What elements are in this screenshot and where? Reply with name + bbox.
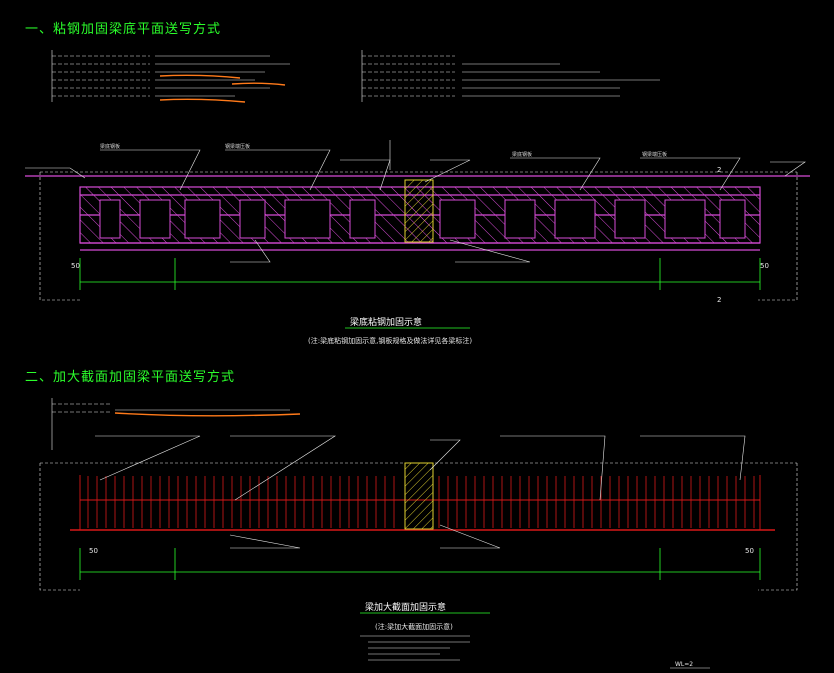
s2-beam-outline <box>39 462 798 591</box>
s1-leader-label-left2: 钢梁端压板 <box>225 144 251 150</box>
s1-dim-right: 50 <box>760 262 769 270</box>
s1-highlight-marks <box>159 74 286 103</box>
s2-column-hatch <box>404 462 434 530</box>
s1-mark-2a: 2 <box>717 166 721 174</box>
s2-footer-mark: WL=2 <box>675 661 693 668</box>
s2-notes-block <box>360 635 710 669</box>
s2-dim-right: 50 <box>745 547 754 555</box>
s1-annotation-right <box>361 50 660 102</box>
s2-caption-note: (注:梁加大截面加固示意) <box>375 623 453 631</box>
s1-leaders <box>25 140 806 263</box>
s1-leader-label-right1: 梁底钢板 <box>512 152 533 158</box>
s1-column-hatch <box>404 179 434 243</box>
s2-leaders <box>95 435 746 549</box>
section1-heading: 一、粘钢加固梁底平面送写方式 <box>25 22 222 37</box>
s1-leader-label-left1: 梁底钢板 <box>100 144 121 150</box>
s1-dim-left: 50 <box>71 262 80 270</box>
s2-stirrups <box>87 476 755 528</box>
s1-caption-note: (注:梁底粘钢加固示意,钢板规格及做法详见各梁标注) <box>308 337 473 345</box>
s2-highlight-mark <box>114 412 301 417</box>
s1-beam-outline <box>39 171 798 301</box>
s2-caption: 梁加大截面加固示意 <box>365 603 447 613</box>
s2-annotation <box>51 398 290 450</box>
s1-dimension-line <box>79 258 761 290</box>
s1-caption: 梁底粘钢加固示意 <box>350 318 423 328</box>
s2-dimension-line <box>79 548 761 580</box>
s2-dim-left: 50 <box>89 547 98 555</box>
section2-heading: 二、加大截面加固梁平面送写方式 <box>25 370 236 385</box>
s1-mark-2b: 2 <box>717 296 721 304</box>
s1-plate-strips <box>99 199 746 239</box>
s1-annotation-left <box>51 50 290 102</box>
s1-leader-label-right2: 钢梁端压板 <box>642 152 668 158</box>
